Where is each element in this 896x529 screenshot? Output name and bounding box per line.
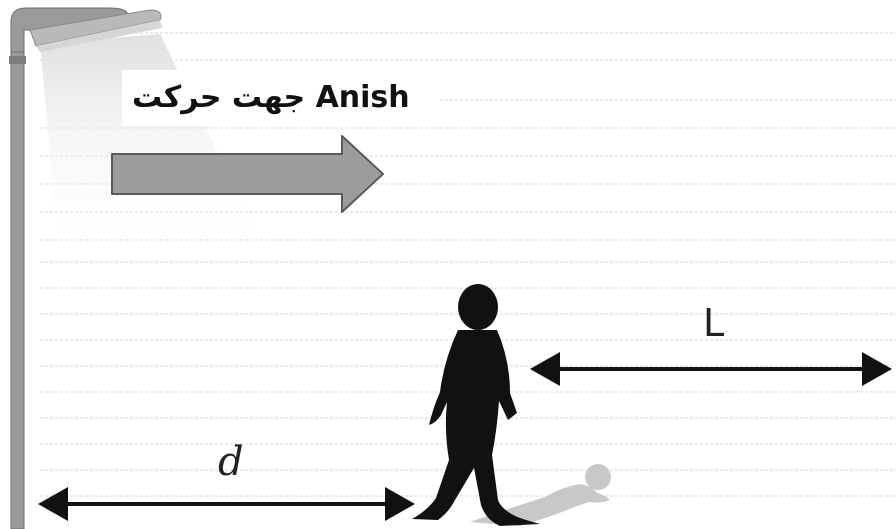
direction-caption: جهت حرکت Anish <box>122 70 420 126</box>
length-label: L <box>703 301 725 345</box>
caption-name: Anish <box>315 80 410 115</box>
distance-arrow <box>38 487 415 521</box>
distance-label: d <box>218 439 244 485</box>
caption-direction-text: جهت حرکت <box>132 80 306 115</box>
light-cone <box>40 34 260 262</box>
street-lamp-icon <box>9 7 162 529</box>
length-arrow <box>530 352 892 386</box>
right-arrow-icon <box>111 135 384 213</box>
walking-person-icon <box>412 284 540 526</box>
